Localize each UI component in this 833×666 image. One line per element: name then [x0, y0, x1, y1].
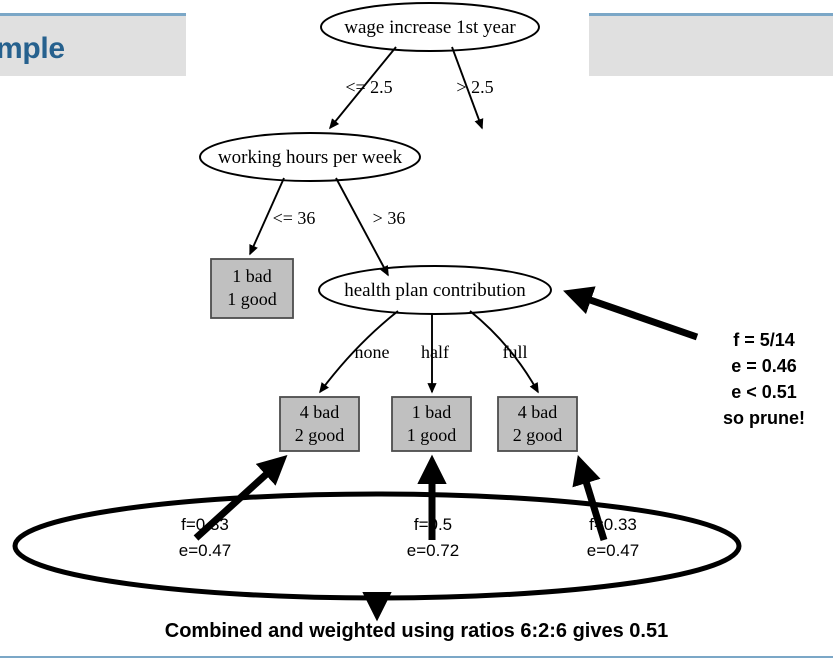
prune-e-value: e = 0.46 — [731, 356, 797, 377]
pointer-arrow-full — [572, 454, 608, 542]
prune-f-value: f = 5/14 — [733, 330, 795, 350]
pointer-arrow-none — [193, 455, 288, 541]
leaf-good-count: 1 good — [406, 425, 457, 446]
edge-label-health-full: full — [502, 342, 528, 362]
edge-label-root-right: > 2.5 — [456, 77, 494, 97]
edge-label-health-none: none — [354, 342, 390, 362]
leaf-text-hours-left: 1 bad 1 good — [211, 265, 293, 311]
leaf-text-half: 1 bad 1 good — [392, 401, 471, 447]
leaf-text-full: 4 bad 2 good — [498, 401, 577, 447]
leaf-box-half[interactable] — [391, 396, 472, 452]
node-label-health-plan: health plan contribution — [344, 280, 526, 301]
node-ellipse-root[interactable] — [320, 2, 540, 52]
edge-hours-left — [249, 177, 285, 256]
stat-block-half: f=0.5 e=0.72 — [378, 512, 488, 565]
leaf-box-none[interactable] — [279, 396, 360, 452]
title-banner-rule-right — [589, 13, 833, 16]
stat-f-value: f=0.33 — [181, 515, 229, 534]
stat-block-full: f=0.33 e=0.47 — [558, 512, 668, 565]
edge-label-hours-right: > 36 — [372, 208, 406, 228]
node-label-working-hours: working hours per week — [217, 147, 403, 168]
stat-block-none: f=0.33 e=0.47 — [150, 512, 260, 565]
node-ellipse-health-plan[interactable] — [318, 265, 552, 315]
title-banner-rule-left — [0, 13, 186, 16]
summary-caption: Combined and weighted using ratios 6:2:6… — [164, 620, 669, 642]
stat-f-value: f=0.5 — [413, 515, 453, 534]
stat-e-value: e=0.72 — [406, 541, 460, 561]
leaf-text-none: 4 bad 2 good — [280, 401, 359, 447]
leaf-good-count: 2 good — [512, 425, 563, 446]
leaf-bad-count: 4 bad — [299, 402, 340, 422]
leaf-bad-count: 1 bad — [411, 402, 452, 422]
page-title: mple — [0, 32, 65, 65]
prune-annotation: f = 5/14 e = 0.46 e < 0.51 so prune! — [700, 327, 828, 431]
leaf-box-full[interactable] — [497, 396, 578, 452]
node-label-root: wage increase 1st year — [344, 17, 516, 38]
prune-comparison: e < 0.51 — [731, 382, 797, 403]
edge-label-health-half: half — [421, 342, 449, 362]
leaf-box-hours-left[interactable] — [210, 258, 294, 319]
edge-health-full — [469, 310, 539, 394]
prune-conclusion: so prune! — [722, 408, 805, 429]
edge-hours-right — [335, 177, 389, 277]
stat-f-value: f=0.33 — [589, 515, 637, 534]
edge-label-root-left: <= 2.5 — [345, 77, 393, 97]
stat-e-value: e=0.47 — [586, 541, 640, 561]
leaf-bad-count: 1 bad — [232, 266, 272, 286]
edge-health-none — [319, 310, 399, 394]
title-banner-right — [589, 16, 833, 76]
leaf-bad-count: 4 bad — [517, 402, 558, 422]
leaf-good-count: 1 good — [227, 289, 277, 310]
leaf-good-count: 2 good — [294, 425, 345, 446]
edge-root-right — [451, 46, 484, 130]
footer-rule — [0, 656, 833, 658]
stat-e-value: e=0.47 — [178, 541, 232, 561]
node-ellipse-working-hours[interactable] — [199, 132, 421, 182]
title-banner-left — [0, 16, 186, 76]
pointer-arrow-prune — [563, 286, 699, 341]
edge-label-hours-left: <= 36 — [272, 208, 316, 228]
edge-root-left — [329, 46, 397, 130]
